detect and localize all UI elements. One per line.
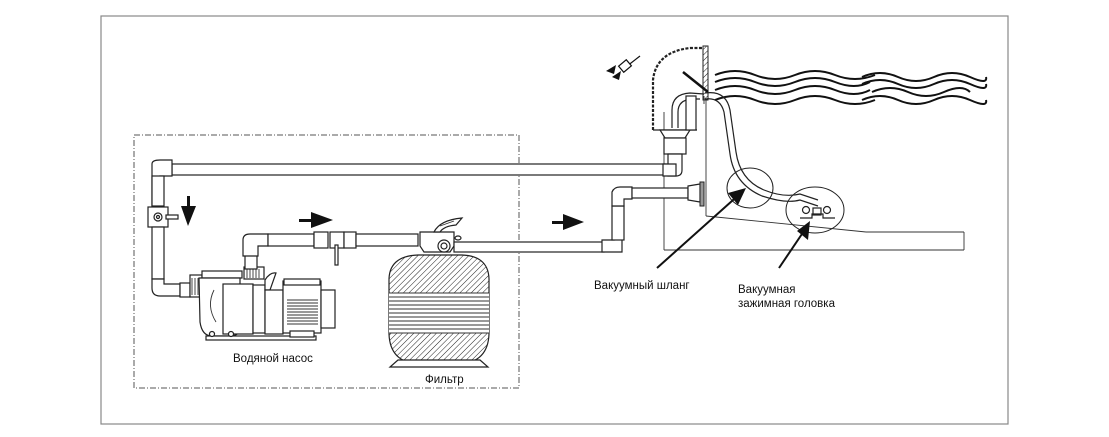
vacuum-hose-label: Вакуумный шланг — [594, 280, 690, 292]
water-pump — [189, 266, 336, 341]
flow-arrow-right-icon — [299, 212, 333, 228]
filter-label: Фильтр — [425, 374, 464, 386]
vacuum-head-label-line2: зажимная головка — [738, 298, 835, 310]
sand-filter — [388, 217, 490, 368]
vacuum-head — [800, 205, 835, 219]
outer-frame — [100, 15, 1009, 425]
pump-label: Водяной насос — [233, 353, 313, 365]
pointer-arrow-hose — [656, 188, 746, 269]
vacuum-head-highlight — [785, 186, 845, 234]
suction-pipe — [147, 159, 677, 298]
return-pipe — [453, 181, 705, 253]
flow-arrow-right-icon-2 — [552, 214, 584, 230]
vacuum-hose-highlight — [726, 167, 774, 209]
equipment-area-boundary — [133, 134, 520, 389]
pressure-pipe — [242, 231, 419, 270]
vacuum-head-label: Вакуумная зажимная головка — [738, 283, 835, 311]
filter-band-lines — [389, 292, 489, 334]
vacuum-head-label-line1: Вакуумная — [738, 284, 796, 296]
skimmer — [651, 45, 709, 177]
water-surface-waves — [714, 70, 988, 105]
motor-fins — [287, 299, 318, 325]
vacuum-hose — [704, 92, 819, 207]
skimmer-flow-arrow-icon — [606, 55, 641, 80]
pointer-arrow-head — [778, 221, 810, 269]
pool-structure — [663, 100, 965, 251]
flow-arrow-down-icon — [181, 196, 196, 226]
